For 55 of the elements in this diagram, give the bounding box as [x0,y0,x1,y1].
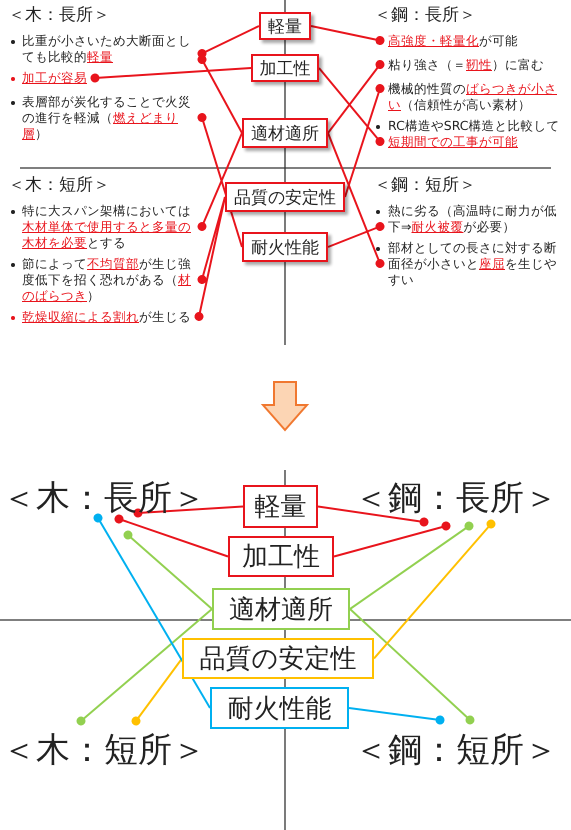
leader-line [114,514,228,558]
leader-line [132,658,183,726]
keyword-box: 耐火性能 [210,687,349,729]
bullet-text: 比重が小さいため大断面としても比較的軽量 [22,33,202,65]
quadrant-heading: ＜木：短所＞ [2,714,206,770]
keyword-box: 品質の安定性 [182,638,374,679]
leader-line [318,67,384,146]
leader-line [327,132,384,268]
bullet-text: 加工が容易 [22,70,95,86]
leader-line [124,530,213,610]
leader-line [198,113,243,248]
leader-line [328,222,384,248]
bullet-text: 特に大スパン架構においては木材単体で使用すると多量の木材を必要とする [22,203,202,251]
leader-line [94,514,211,708]
leader-line [310,25,384,45]
leader-line [134,506,244,518]
section-heading: ＜木：長所＞ [8,4,110,26]
section-heading: ＜鋼：短所＞ [374,174,476,196]
leader-line [90,67,252,82]
bullet-text: 部材としての長さに対する断面径が小さいと座屈を生じやすい [380,240,566,288]
bullet-text: 乾燥収縮による割れが生じる [22,309,199,325]
keyword-box: 加工性 [251,54,319,82]
keyword-box: 品質の安定性 [225,182,345,212]
leader-line [327,60,384,134]
keyword-box: 適材適所 [242,118,328,148]
keyword-box: 軽量 [259,12,311,40]
leader-line [198,55,243,134]
bullet-text: 機械的性質のばらつきが小さい（信頼性が高い素材） [380,81,566,113]
bullet-text: 表層部が炭化することで火災の進行を軽減（燃えどまり層） [22,94,202,142]
bullet-text: 節によって不均質部が生じ強度低下を招く恐れがある（材のばらつき） [22,256,202,304]
bullet-text: 粘り強さ（＝靭性）に富む [380,57,544,73]
leader-line [198,132,243,231]
quadrant-heading: ＜鋼：短所＞ [354,714,558,770]
leader-line [194,196,226,321]
quadrant-heading: ＜木：長所＞ [2,478,206,530]
leader-line [348,707,444,724]
keyword-box: 軽量 [243,485,318,528]
leader-line [198,196,226,284]
leader-line [334,522,450,558]
bullet-text: 熱に劣る（高温時に耐力が低下⇒耐火被覆が必要） [380,203,566,235]
leader-line [349,522,474,610]
section-heading: ＜鋼：長所＞ [374,4,476,26]
section-heading: ＜木：短所＞ [8,174,110,196]
leader-line [198,25,260,58]
keyword-box: 適材適所 [212,588,350,630]
keyword-box: 加工性 [228,536,334,577]
keyword-box: 耐火性能 [242,232,328,262]
leader-line [76,608,213,726]
leader-line [349,608,474,724]
leader-line [318,506,428,526]
bullet-text: RC構造やSRC構造と比較して短期間での工事が可能 [380,118,566,150]
bullet-text: 高強度・軽量化が可能 [380,33,518,49]
leader-line [344,84,384,198]
leader-line [373,520,496,660]
quadrant-heading: ＜鋼：長所＞ [354,478,558,530]
